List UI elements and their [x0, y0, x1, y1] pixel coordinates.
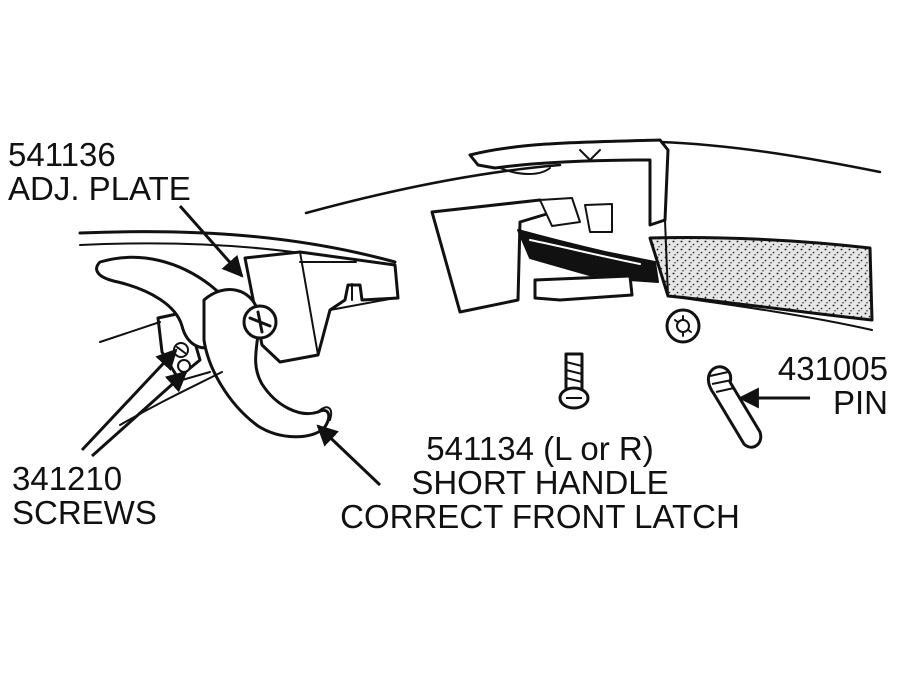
adj-plate-name: ADJ. PLATE — [8, 170, 191, 207]
leader-lines — [80, 205, 810, 487]
screws-name: SCREWS — [12, 494, 157, 531]
adj-plate-callout: 541136 ADJ. PLATE — [8, 138, 191, 206]
screws-callout: 341210 SCREWS — [12, 462, 157, 530]
pin-part-drawing — [706, 365, 763, 449]
short-handle-note: CORRECT FRONT LATCH — [340, 498, 740, 535]
right-latch-cross-section — [304, 138, 882, 344]
pin-part-number: 431005 — [777, 350, 888, 387]
screw-part-drawing — [558, 352, 590, 410]
short-handle-name: SHORT HANDLE — [411, 464, 669, 501]
pin-name: PIN — [832, 384, 888, 421]
short-handle-part-number: 541134 (L or R) — [426, 430, 654, 467]
screws-leader-upper — [80, 348, 178, 452]
adj-plate-part-number: 541136 — [8, 136, 116, 173]
screws-part-number: 341210 — [12, 460, 123, 497]
pin-callout: 431005 PIN — [760, 352, 888, 420]
screws-leader-lower — [91, 370, 188, 458]
short-handle-leader — [316, 424, 382, 487]
short-handle-callout: 541134 (L or R) SHORT HANDLE CORRECT FRO… — [325, 432, 755, 534]
left-latch-assembly — [78, 230, 400, 439]
adj-plate-leader — [178, 205, 244, 278]
